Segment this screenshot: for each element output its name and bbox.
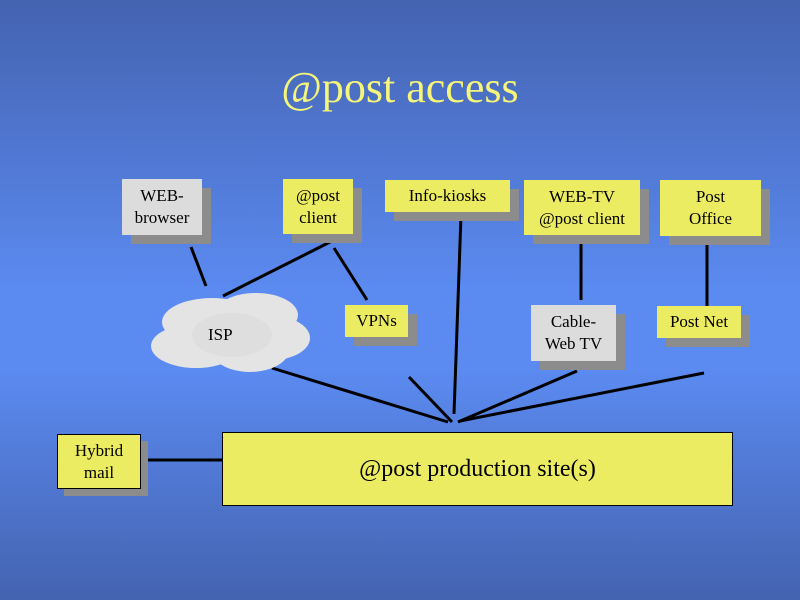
post-office-node: Post Office bbox=[660, 180, 761, 236]
info-kiosks-node: Info-kiosks bbox=[385, 180, 510, 212]
line-client-isp bbox=[222, 239, 333, 298]
cable-web-tv-node: Cable- Web TV bbox=[531, 305, 616, 361]
isp-cloud-icon bbox=[151, 293, 310, 372]
vpns-node: VPNs bbox=[345, 305, 408, 337]
isp-label: ISP bbox=[208, 325, 233, 344]
line-browser-isp bbox=[189, 246, 208, 287]
line-isp-prod bbox=[271, 366, 449, 424]
post-client-node: @post client bbox=[283, 179, 353, 234]
production-site-node: @post production site(s) bbox=[222, 432, 733, 506]
line-kiosks-prod bbox=[452, 214, 463, 415]
webtv-client-node: WEB-TV @post client bbox=[524, 180, 640, 235]
hybrid-mail-node: Hybrid mail bbox=[57, 434, 141, 489]
line-cable-prod bbox=[457, 369, 578, 424]
line-postnet-prod bbox=[459, 371, 705, 423]
slide-title: @post access bbox=[281, 63, 519, 112]
post-net-node: Post Net bbox=[657, 306, 741, 338]
web-browser-node: WEB- browser bbox=[122, 179, 202, 235]
line-client-vpns bbox=[332, 247, 369, 301]
line-vpns-prod bbox=[407, 375, 454, 424]
